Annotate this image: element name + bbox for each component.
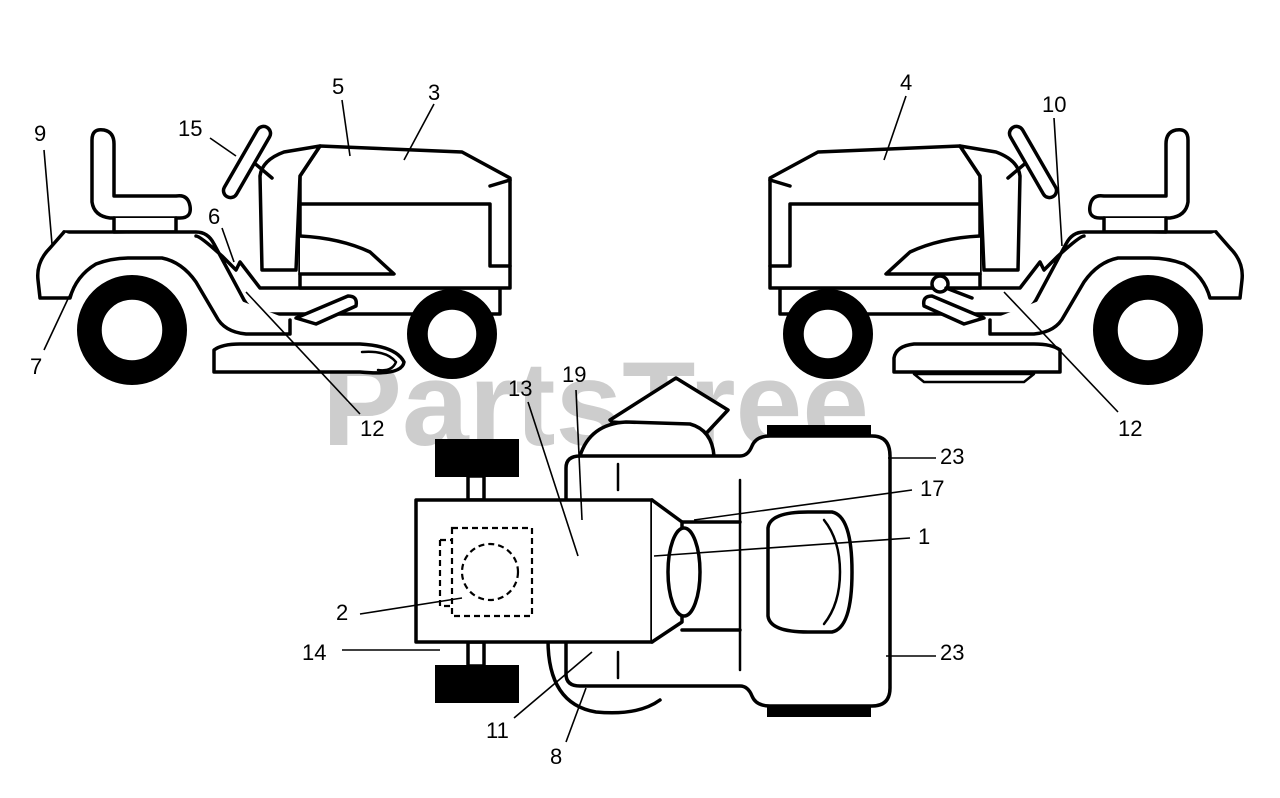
callout-11: 11: [486, 718, 509, 743]
callout-8: 8: [550, 744, 562, 769]
callout-19: 19: [562, 362, 586, 387]
callout-12-left: 12: [360, 416, 384, 441]
callout-4: 4: [900, 70, 912, 95]
callout-3: 3: [428, 80, 440, 105]
leader-lines: [43, 95, 1119, 743]
left-side-view-tractor: [36, 124, 512, 385]
callout-13: 13: [508, 376, 532, 401]
callout-2: 2: [336, 600, 348, 625]
callout-7: 7: [30, 354, 42, 379]
callout-23-top: 23: [940, 444, 964, 469]
callout-12-right: 12: [1118, 416, 1142, 441]
callout-15: 15: [178, 116, 202, 141]
callout-9: 9: [34, 121, 46, 146]
callout-1: 1: [918, 524, 930, 549]
callout-17: 17: [920, 476, 944, 501]
callout-5: 5: [332, 74, 344, 99]
right-side-view-tractor: [768, 124, 1244, 385]
callout-23-bottom: 23: [940, 640, 964, 665]
callout-6: 6: [208, 204, 220, 229]
callout-14: 14: [302, 640, 326, 665]
callout-10: 10: [1042, 92, 1066, 117]
callout-labels: 9 15 5 3 6 7 12 4 10 12 13 19 23 17 1 2 …: [30, 70, 1142, 769]
